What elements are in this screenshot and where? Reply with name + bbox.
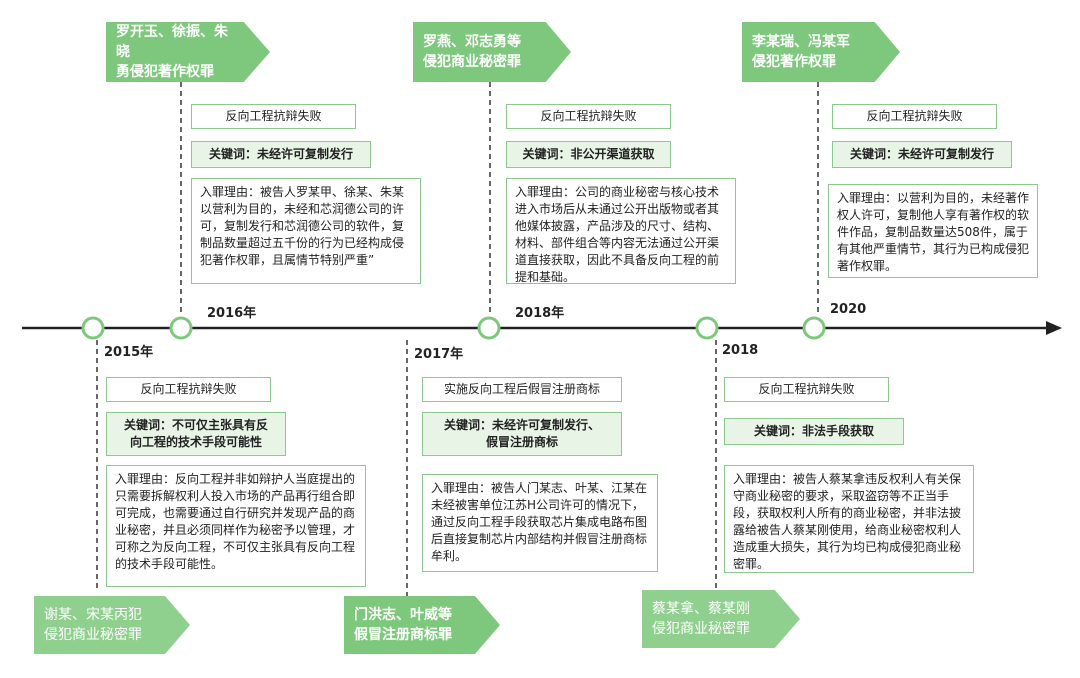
case-title-2017: 实施反向工程后假冒注册商标	[422, 377, 622, 402]
year-label-2016: 2016年	[207, 306, 257, 321]
case-banner-2015: 谢某、宋某丙犯 侵犯商业秘密罪	[34, 596, 190, 654]
case-keyword-2016: 关键词：未经许可复制发行	[191, 141, 371, 168]
case-name-2018a: 罗燕、邓志勇等 侵犯商业秘密罪	[423, 34, 521, 70]
node-2016	[169, 316, 193, 340]
case-banner-2016: 罗开玉、徐振、朱晓 勇侵犯著作权罪	[106, 22, 270, 82]
node-2018b	[695, 316, 719, 340]
case-reason-2016: 入罪理由：被告人罗某甲、徐某、朱某以营利为目的，未经和芯润德公司的许可，复制发行…	[191, 178, 421, 284]
year-label-2015: 2015年	[104, 345, 154, 360]
node-2020	[802, 316, 826, 340]
case-banner-2018a: 罗燕、邓志勇等 侵犯商业秘密罪	[413, 22, 571, 82]
case-keyword-2018a: 关键词：非公开渠道获取	[506, 141, 671, 168]
node-2018a	[477, 316, 501, 340]
case-reason-2018b: 入罪理由：被告人蔡某拿违反权利人有关保守商业秘密的要求，采取盗窃等不正当手段，获…	[724, 465, 974, 573]
case-reason-2018a: 入罪理由：公司的商业秘密与核心技术进入市场后从未通过公开出版物或者其他媒体披露，…	[506, 178, 736, 284]
case-title-2018a: 反向工程抗辩失败	[506, 104, 671, 129]
year-label-2018a: 2018年	[515, 306, 565, 321]
case-title-2018b: 反向工程抗辩失败	[724, 377, 889, 402]
case-name-2018b: 蔡某拿、蔡某刚 侵犯商业秘密罪	[652, 601, 750, 637]
case-banner-2020: 李某瑞、冯某军 侵犯著作权罪	[742, 22, 900, 82]
case-keyword-2020: 关键词：未经许可复制发行	[832, 141, 1012, 168]
case-name-2016: 罗开玉、徐振、朱晓 勇侵犯著作权罪	[116, 24, 228, 80]
case-keyword-2018b: 关键词：非法手段获取	[724, 418, 904, 445]
case-reason-2017: 入罪理由：被告人门某志、叶某、江某在未经被害单位江苏H公司许可的情况下，通过反向…	[422, 474, 658, 572]
year-label-2018b: 2018	[722, 343, 759, 358]
year-label-2020: 2020	[830, 302, 867, 317]
case-name-2015: 谢某、宋某丙犯 侵犯商业秘密罪	[44, 607, 142, 643]
node-2015	[81, 316, 105, 340]
case-reason-2020: 入罪理由：以营利为目的，未经著作权人许可，复制他人享有著作权的软件作品，复制品数…	[828, 184, 1038, 278]
year-label-2017: 2017年	[414, 347, 464, 362]
case-keyword-2015: 关键词：不可仅主张具有反 向工程的技术手段可能性	[106, 412, 286, 456]
case-banner-2017: 门洪志、叶威等 假冒注册商标罪	[344, 596, 500, 654]
case-banner-2018b: 蔡某拿、蔡某刚 侵犯商业秘密罪	[642, 590, 800, 648]
case-title-2020: 反向工程抗辩失败	[832, 104, 997, 129]
case-title-2015: 反向工程抗辩失败	[106, 377, 271, 402]
case-title-2016: 反向工程抗辩失败	[191, 104, 356, 129]
case-keyword-2017: 关键词：未经许可复制发行、 假冒注册商标	[422, 412, 622, 456]
case-reason-2015: 入罪理由：反向工程并非如辩护人当庭提出的只需要拆解权利人投入市场的产品再行组合即…	[106, 465, 366, 587]
case-name-2020: 李某瑞、冯某军 侵犯著作权罪	[752, 34, 850, 70]
timeline-arrowhead	[1046, 321, 1062, 335]
case-name-2017: 门洪志、叶威等 假冒注册商标罪	[354, 607, 452, 643]
